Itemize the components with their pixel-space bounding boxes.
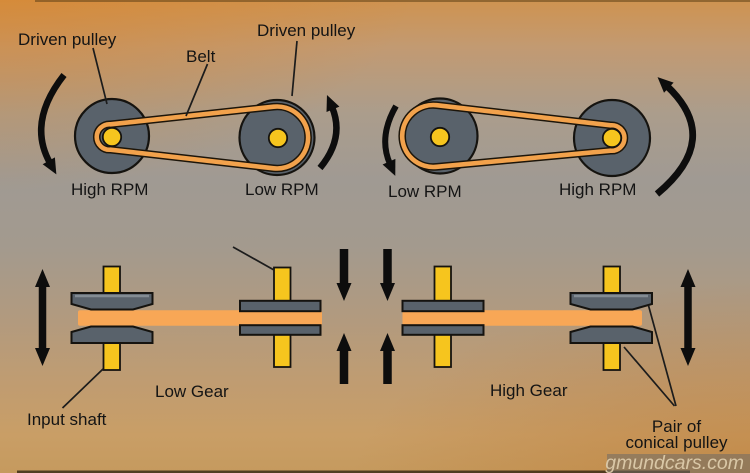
caption-low-rpm: Low RPM (388, 182, 462, 201)
watermark: gmundcars.com (605, 452, 750, 473)
caption-high-rpm: High RPM (71, 180, 148, 199)
label-connector-line (185, 63, 209, 117)
caption-high-gear: High Gear (490, 381, 568, 400)
squeeze-arrows (336, 249, 395, 384)
caption-low-rpm: Low RPM (245, 180, 319, 199)
belt-drive-diagram-left: Driven pulley Belt Driven pulley High RP… (18, 21, 356, 199)
top-edge-artifact (35, 0, 750, 2)
shaft-connector-line (232, 246, 275, 271)
watermark-band (607, 454, 750, 473)
label-connector-line (291, 40, 298, 97)
hub-left (429, 126, 451, 148)
rotation-arrow-small (317, 95, 340, 171)
belt-band (78, 310, 322, 326)
flat-pulley-bottom-half (401, 324, 485, 336)
input-shaft-bottom (102, 341, 121, 371)
label-connector-line (623, 346, 676, 407)
bottom-edge-artifact (17, 470, 690, 473)
input-shaft-top (102, 265, 121, 295)
shaft-bottom (602, 341, 621, 371)
belt (399, 102, 627, 170)
low-gear-diagram: Low Gear Input shaft (27, 246, 322, 429)
rotation-arrow-large (654, 77, 697, 197)
shaft-bottom (433, 333, 452, 368)
high-gear-diagram: High Gear Pair of conical pulley (401, 265, 728, 452)
label-conical-pulley-line2: conical pulley (625, 433, 728, 452)
belt-drive-diagram-right: Low RPM High RPM (382, 77, 697, 201)
flat-pulley-bottom-half (239, 324, 322, 336)
shaft-top (602, 265, 621, 295)
shaft-top (433, 265, 452, 303)
hub-left (101, 126, 123, 148)
output-shaft-top (273, 266, 292, 303)
rotation-arrow-large (37, 72, 67, 175)
label-connector-line (61, 368, 104, 409)
hub-right (267, 127, 289, 149)
label-belt: Belt (186, 47, 216, 66)
hub-right (601, 127, 623, 149)
belt (94, 104, 311, 171)
label-connector-line (647, 305, 677, 407)
rotation-arrow-small (382, 104, 399, 176)
output-shaft-bottom (273, 333, 292, 368)
conical-pulley-bottom-half (70, 325, 154, 344)
label-conical-pulley-line1: Pair of (652, 417, 701, 436)
flat-pulley-top-half (239, 299, 322, 313)
belt-band (402, 310, 642, 326)
caption-low-gear: Low Gear (155, 382, 229, 401)
caption-high-rpm: High RPM (559, 180, 636, 199)
label-input-shaft: Input shaft (27, 410, 107, 429)
label-driven-pulley-right: Driven pulley (257, 21, 356, 40)
flat-pulley-top-half (401, 299, 485, 313)
label-connector-line (92, 47, 108, 105)
watermark-text: gmundcars.com (605, 452, 744, 473)
label-driven-pulley-left: Driven pulley (18, 30, 117, 49)
conical-pulley-bottom-half (569, 325, 653, 344)
